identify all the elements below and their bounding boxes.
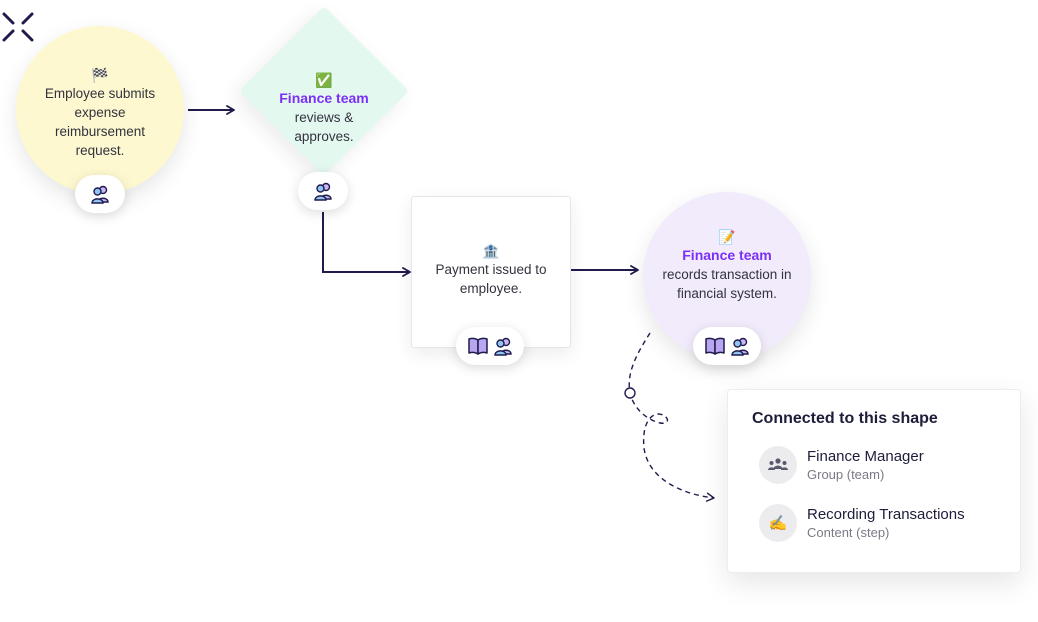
record-node-highlight: Finance team <box>682 247 772 263</box>
panel-item-finance-manager[interactable]: Finance Manager Group (team) <box>759 446 924 484</box>
payment-node[interactable] <box>411 196 571 348</box>
panel-item-recording-transactions[interactable]: ✍️ Recording Transactions Content (step) <box>759 504 965 542</box>
start-node[interactable] <box>16 26 184 194</box>
connector-review-payment <box>322 212 411 277</box>
group-icon <box>314 182 332 201</box>
record-node-label: records transaction in financial system. <box>662 267 792 301</box>
writing-hand-icon: ✍️ <box>759 504 797 542</box>
payment-node-label: Payment issued to employee. <box>435 262 547 296</box>
start-node-text: 🏁 Employee submits expense reimbursement… <box>32 66 168 160</box>
connected-panel: Connected to this shape Finance Manager … <box>727 389 1021 573</box>
group-icon <box>91 185 109 204</box>
book-icon <box>467 337 488 355</box>
record-node-badge[interactable] <box>693 327 761 365</box>
group-icon <box>730 337 749 356</box>
start-node-label: Employee submits expense reimbursement r… <box>44 86 156 158</box>
group-icon <box>759 446 797 484</box>
review-node-label: reviews & approves. <box>294 110 354 144</box>
review-node-text: ✅ Finance team reviews & approves. <box>264 71 384 146</box>
record-node-text: 📝 Finance team records transaction in fi… <box>657 228 797 303</box>
connector-handle <box>624 387 636 399</box>
checkered-flag-icon: 🏁 <box>91 67 109 83</box>
payment-node-text: 🏦 Payment issued to employee. <box>421 242 561 298</box>
bank-icon: 🏦 <box>482 243 500 259</box>
review-node-badge[interactable] <box>298 172 348 210</box>
logo-icon <box>2 12 34 42</box>
panel-item-type: Group (team) <box>807 466 885 482</box>
start-node-badge[interactable] <box>75 175 125 213</box>
panel-item-type: Content (step) <box>807 524 890 540</box>
connector-record-panel <box>628 332 715 502</box>
review-node-highlight: Finance team <box>279 90 369 106</box>
book-icon <box>704 337 725 355</box>
panel-title: Connected to this shape <box>752 410 938 427</box>
payment-node-badge[interactable] <box>456 327 524 365</box>
check-mark-icon: ✅ <box>315 72 333 88</box>
panel-item-name: Recording Transactions <box>807 505 965 523</box>
group-icon <box>493 337 512 356</box>
panel-item-name: Finance Manager <box>807 447 924 465</box>
memo-icon: 📝 <box>718 229 736 245</box>
